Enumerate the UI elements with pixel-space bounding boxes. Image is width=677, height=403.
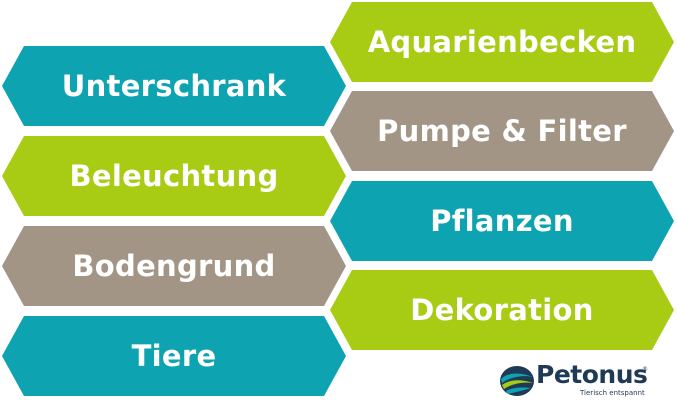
category-label: Pflanzen <box>430 204 574 238</box>
category-tiere-button[interactable]: Tiere <box>2 316 346 396</box>
category-label: Pumpe & Filter <box>377 114 627 148</box>
logo-wordmark: Petonus <box>536 360 648 389</box>
category-unterschrank-button[interactable]: Unterschrank <box>2 46 346 126</box>
category-aquarienbecken-button[interactable]: Aquarienbecken <box>330 2 674 82</box>
category-beleuchtung-button[interactable]: Beleuchtung <box>2 136 346 216</box>
category-label: Tiere <box>131 339 217 373</box>
category-label: Bodengrund <box>72 249 276 283</box>
category-dekoration-button[interactable]: Dekoration <box>330 270 674 350</box>
logo-tagline: Tierisch entspannt <box>580 389 645 397</box>
petonus-logo: Petonus ® Tierisch entspannt <box>498 360 658 400</box>
category-label: Aquarienbecken <box>367 25 637 59</box>
category-label: Dekoration <box>410 293 594 327</box>
registered-mark: ® <box>642 366 648 373</box>
category-label: Unterschrank <box>61 69 287 103</box>
petonus-wave-icon <box>500 366 534 396</box>
category-pumpe-filter-button[interactable]: Pumpe & Filter <box>330 91 674 171</box>
category-label: Beleuchtung <box>69 159 279 193</box>
category-pflanzen-button[interactable]: Pflanzen <box>330 181 674 261</box>
category-bodengrund-button[interactable]: Bodengrund <box>2 226 346 306</box>
